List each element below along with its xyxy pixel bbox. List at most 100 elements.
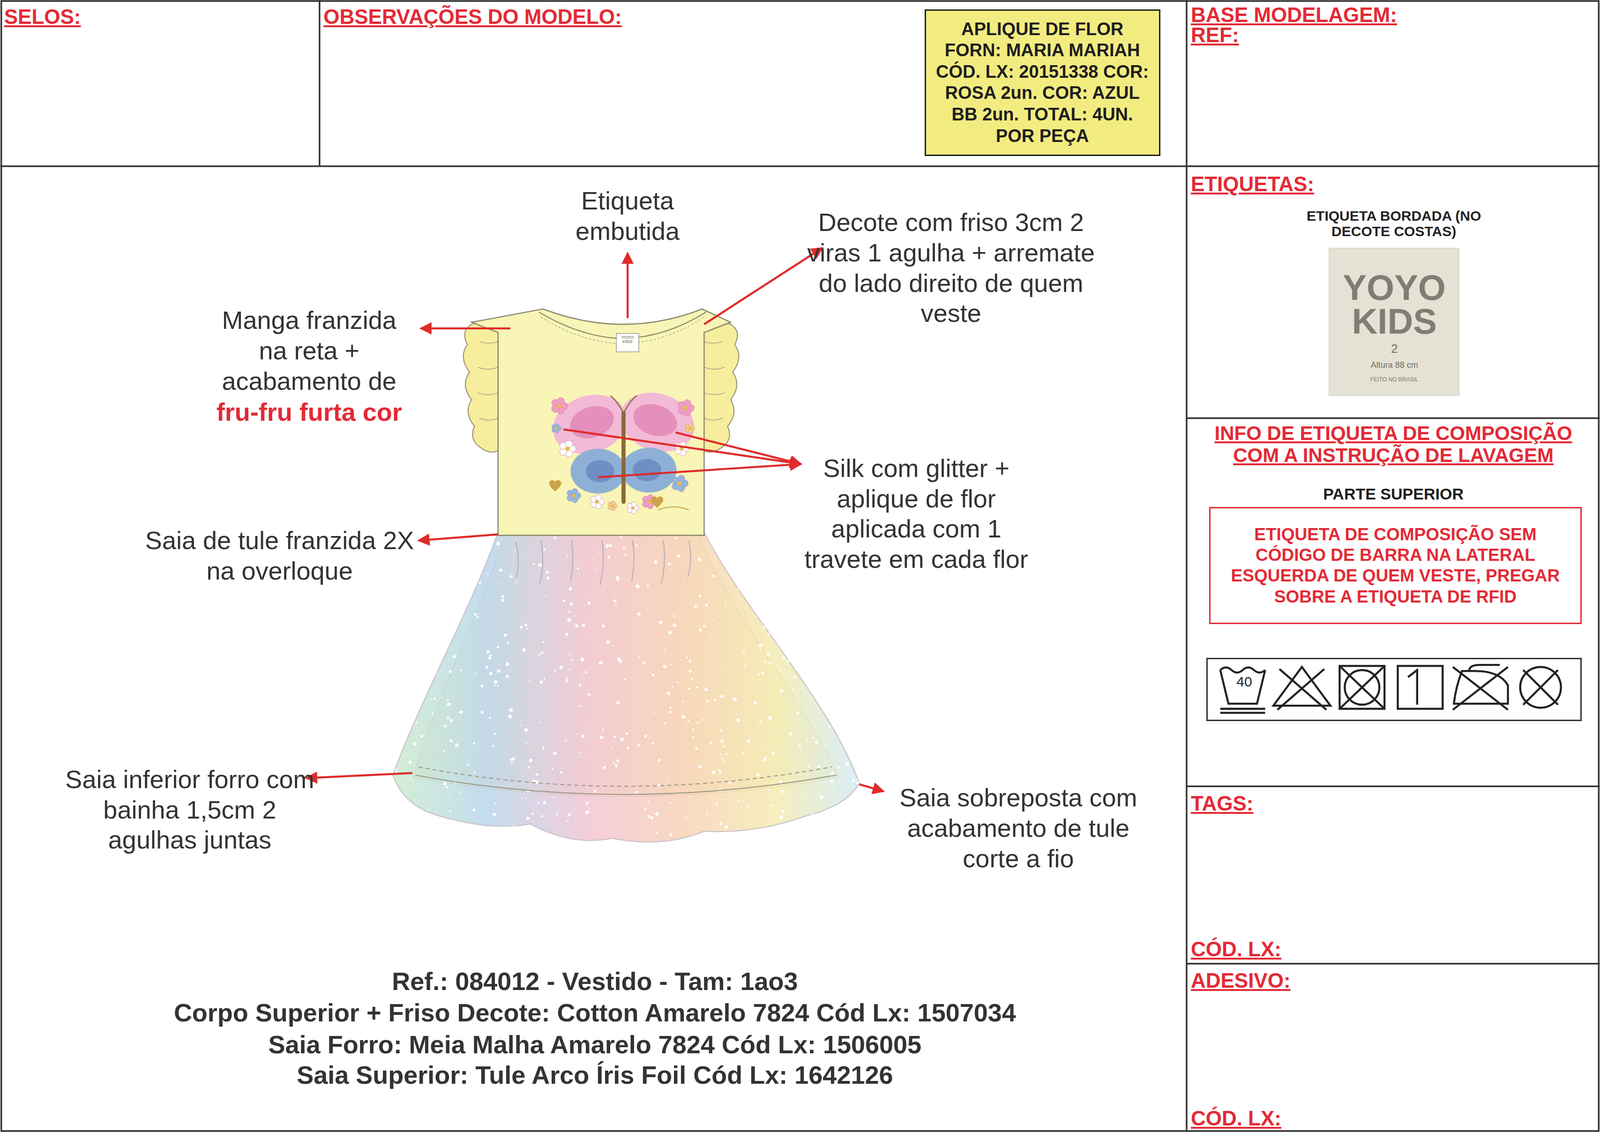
- glitter-dot: [743, 813, 745, 815]
- glitter-dot: [762, 747, 764, 749]
- glitter-dot: [434, 608, 438, 613]
- glitter-dot: [779, 680, 781, 682]
- ruffle-folds: [703, 367, 725, 370]
- glitter-dot: [666, 691, 671, 696]
- glitter-dot: [496, 669, 501, 673]
- ruffle-folds: [479, 418, 499, 420]
- glitter-dot: [807, 619, 809, 621]
- glitter-dot: [486, 650, 490, 654]
- panel: SELOS:: [0, 0, 320, 167]
- glitter-dot: [498, 583, 500, 585]
- supplier-note-box: APLIQUE DE FLOR FORN: MARIA MARIAH CÓD. …: [924, 9, 1161, 157]
- glitter-dot: [856, 777, 860, 781]
- glitter-dot: [403, 646, 406, 649]
- glitter-dot: [575, 624, 578, 628]
- glitter-dot: [584, 671, 588, 674]
- panel-heading: REF:: [1190, 23, 1594, 47]
- glitter-dot: [720, 540, 723, 542]
- glitter-dot: [458, 711, 462, 714]
- glitter-dot: [664, 722, 667, 726]
- glitter-dot: [771, 752, 775, 756]
- glitter-dot: [624, 553, 627, 556]
- butterfly-print: [610, 396, 624, 414]
- glitter-dot: [493, 680, 498, 684]
- glitter-dot: [527, 766, 531, 769]
- glitter-dot: [753, 544, 755, 546]
- instruction-text: ETIQUETA DE COMPOSIÇÃO SEM CÓDIGO DE BAR…: [1217, 524, 1574, 608]
- glitter-dot: [616, 578, 620, 582]
- glitter-dot: [849, 715, 853, 719]
- glitter-dot: [396, 630, 399, 633]
- glitter-dot: [772, 566, 776, 570]
- glitter-dot: [741, 542, 745, 546]
- glitter-dot: [520, 557, 522, 559]
- glitter-dot: [472, 742, 476, 745]
- glitter-dot: [826, 670, 829, 673]
- glitter-dot: [746, 686, 748, 688]
- glitter-dot: [841, 729, 843, 732]
- glitter-dot: [777, 828, 779, 830]
- glitter-dot: [508, 844, 513, 848]
- glitter-dot: [856, 812, 860, 816]
- glitter-dot: [820, 797, 823, 800]
- butterfly-print: [632, 458, 662, 482]
- glitter-dot: [441, 696, 442, 698]
- glitter-dot: [581, 734, 584, 738]
- glitter-dot: [644, 807, 647, 811]
- glitter-dot: [473, 771, 476, 774]
- glitter-dot: [635, 544, 638, 547]
- flower-petal: [595, 494, 602, 501]
- grid-lines: [0, 165, 1600, 167]
- dress-illustration: [392, 309, 864, 848]
- glitter-dot: [599, 661, 603, 665]
- glitter-dot: [800, 631, 804, 636]
- glitter-dot: [651, 673, 655, 677]
- glitter-dot: [829, 638, 831, 640]
- glitter-dot: [733, 576, 735, 578]
- flower-petal: [688, 423, 693, 428]
- butterfly-print: [545, 383, 703, 514]
- glitter-dot: [559, 665, 563, 670]
- butterfly-print: [621, 413, 626, 502]
- glitter-dot: [770, 729, 771, 731]
- care-symbols: [1520, 666, 1562, 708]
- panel: TAGS:CÓD. LX:: [1186, 786, 1600, 965]
- callout-text: Silk com glitter + aplique de flor aplic…: [791, 453, 1041, 575]
- note-text: APLIQUE DE FLOR FORN: MARIA MARIAH CÓD. …: [932, 18, 1153, 148]
- glitter-dot: [602, 624, 606, 628]
- glitter-dot: [835, 668, 837, 670]
- glitter-dot: [704, 687, 708, 692]
- glitter-dot: [636, 612, 641, 617]
- ruffle-folds: [703, 392, 725, 395]
- skirt-gathers: [539, 540, 543, 584]
- glitter-dot: [474, 613, 478, 616]
- glitter-dot: [529, 758, 533, 763]
- glitter-dot: [601, 729, 604, 732]
- glitter-dot: [446, 717, 449, 720]
- glitter-dot: [575, 614, 577, 617]
- glitter-dot: [652, 711, 655, 714]
- glitter-dot: [737, 588, 740, 591]
- glitter-dot: [756, 615, 759, 618]
- glitter-dot: [611, 718, 613, 720]
- glitter-dot: [620, 737, 624, 741]
- glitter-dot: [823, 743, 826, 746]
- glitter-dot: [692, 736, 695, 739]
- glitter-dot: [657, 783, 661, 787]
- glitter-dot: [747, 805, 749, 808]
- glitter-dot: [754, 831, 758, 836]
- glitter-dot: [448, 572, 452, 576]
- glitter-dot: [395, 634, 399, 638]
- skirt-gathers: [687, 540, 691, 578]
- glitter-dot: [831, 785, 834, 787]
- glitter-dot: [669, 706, 672, 710]
- ruffle-folds: [703, 341, 723, 344]
- glitter-dot: [756, 666, 758, 668]
- glitter-dot: [681, 701, 684, 703]
- care-symbols: [1523, 670, 1558, 705]
- glitter-dot: [713, 698, 717, 702]
- flower-petal: [683, 399, 691, 407]
- glitter-dots: [392, 534, 864, 848]
- care-symbols: [1339, 665, 1385, 709]
- glitter-dot: [814, 740, 819, 745]
